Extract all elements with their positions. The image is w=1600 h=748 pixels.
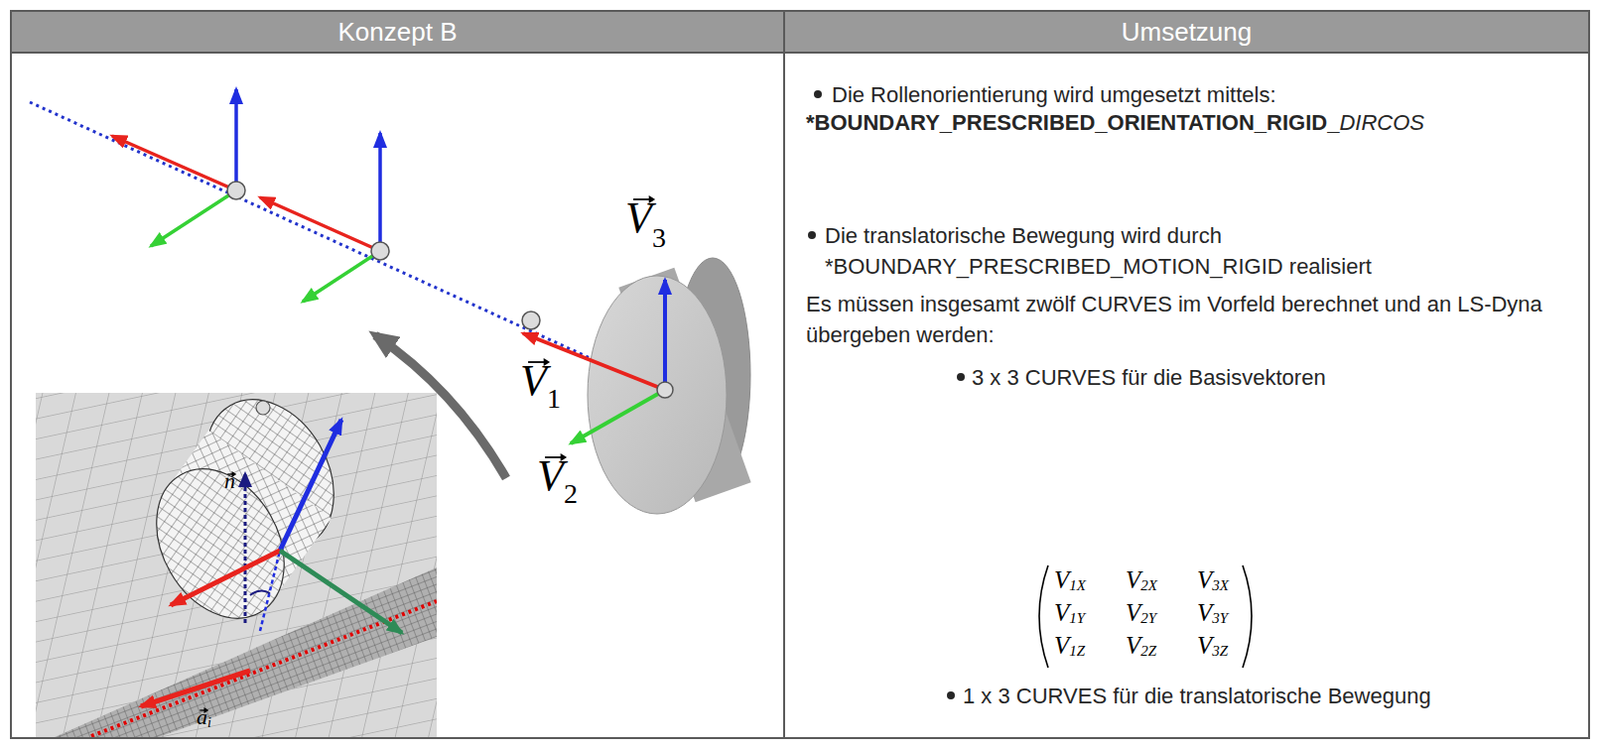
matrix-entry: V <box>1054 600 1069 626</box>
bullet-dots <box>956 373 965 382</box>
vector-index: 3 <box>652 224 667 253</box>
path-point <box>522 311 540 330</box>
fe-model-inset <box>244 474 248 624</box>
roller-axes <box>570 390 666 444</box>
note-text: Es müssen insgesamt zwölf CURVES im Vorf… <box>805 288 1571 351</box>
frame-2 <box>302 251 381 302</box>
header-band: Konzept B <box>11 11 784 54</box>
vector-index: 2 <box>563 480 578 509</box>
frame-2 <box>260 133 390 302</box>
keyword-text: DIRCOS <box>1338 107 1425 138</box>
bullet-dots <box>807 231 816 240</box>
roller-axes <box>663 279 667 391</box>
matrix-index: 2X <box>1140 578 1158 594</box>
vector-symbol: a <box>196 706 208 729</box>
fe-model-inset <box>170 550 280 606</box>
matrix-index: 1X <box>1068 578 1086 594</box>
matrix-index: 1Y <box>1068 611 1085 627</box>
frame-2 <box>371 242 390 261</box>
note-text: Die translatorische Bewegung wird durch … <box>824 220 1560 282</box>
vector-index: 1 <box>546 385 561 413</box>
fe-model-inset <box>35 393 437 738</box>
frame-1 <box>150 190 237 247</box>
column-panel: Konzept B <box>9 9 786 740</box>
frame-1 <box>112 135 237 191</box>
path-point <box>522 311 540 330</box>
vector-index: i <box>207 716 212 731</box>
matrix-brackets <box>1242 565 1252 668</box>
frame-1 <box>234 89 239 191</box>
bullet-dots <box>807 90 965 700</box>
matrix-brackets <box>1039 565 1049 668</box>
frame-2 <box>378 133 383 252</box>
vector-symbol: V <box>625 196 653 241</box>
matrix-entry: V <box>1054 567 1069 593</box>
frame-1 <box>227 181 246 200</box>
keyword-text: *BOUNDARY_PRESCRIBED_ORIENTATION_RIGID_ <box>805 107 1339 138</box>
matrix-entry: V <box>1197 567 1212 593</box>
fe-model-inset <box>256 400 270 415</box>
trajectory-line <box>29 102 710 413</box>
matrix-entry: V <box>1125 633 1141 659</box>
vector-symbol: V <box>536 454 564 499</box>
matrix-brackets <box>1039 565 1252 668</box>
frame-2 <box>260 197 381 252</box>
matrix-index: 3Y <box>1211 611 1228 627</box>
vector-symbol: V <box>520 359 547 403</box>
roller-axes <box>657 382 673 399</box>
note-text: 1 x 3 CURVES für die translatorische Bew… <box>962 680 1432 712</box>
matrix-entry: V <box>1125 567 1141 593</box>
fe-model-inset <box>250 590 270 596</box>
matrix-entry: V <box>1197 633 1212 659</box>
matrix-index: 1Z <box>1068 644 1085 660</box>
frame-1 <box>112 89 246 247</box>
fe-model-inset <box>279 419 342 551</box>
bullet-dots <box>946 691 955 700</box>
matrix-entry: V <box>1197 600 1212 626</box>
note-text: Die Rollenorientierung wird umgesetzt mi… <box>831 79 1277 111</box>
column-heading: Konzept B <box>338 16 458 47</box>
roller-cylinder <box>587 258 751 515</box>
matrix-entry: V <box>1054 633 1069 659</box>
trajectory-line <box>29 102 710 413</box>
vector-symbol: n <box>224 470 236 493</box>
fe-model-inset <box>140 670 251 707</box>
matrix-index: 3X <box>1211 578 1229 594</box>
bullet-dots <box>813 90 822 99</box>
column-heading: Umsetzung <box>1121 16 1253 47</box>
matrix-index: 2Z <box>1140 644 1157 660</box>
matrix-entry: V <box>1125 600 1141 626</box>
matrix-index: 3Z <box>1211 644 1228 660</box>
header-band: Umsetzung <box>785 11 1589 54</box>
fe-model-inset <box>279 550 402 634</box>
note-text: 3 x 3 CURVES für die Basisvektoren <box>971 362 1327 394</box>
matrix-index: 2Y <box>1140 611 1157 627</box>
